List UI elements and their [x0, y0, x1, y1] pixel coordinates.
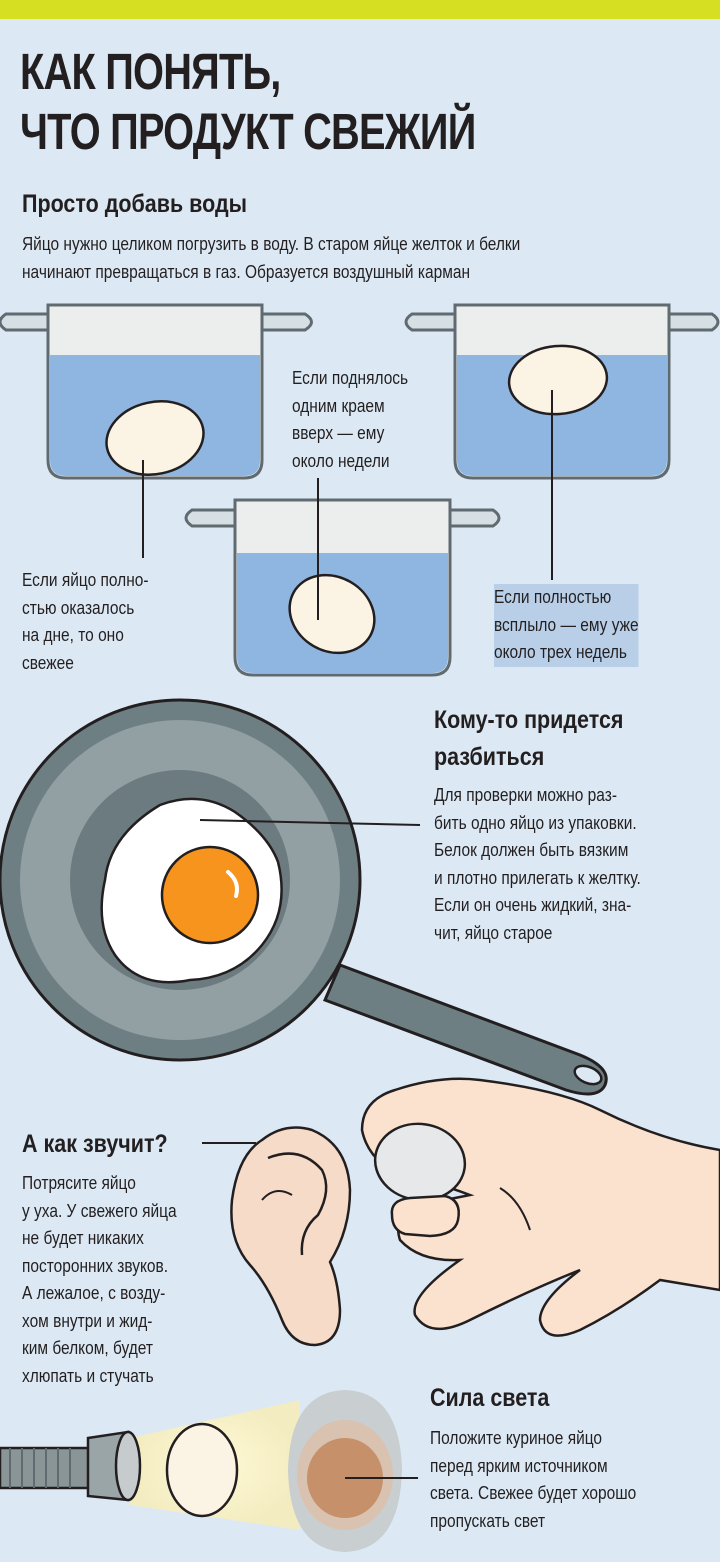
pot-egg-tilts-illustration: [184, 478, 501, 677]
pot-egg-sinks-illustration: [0, 303, 313, 558]
top-accent-bar: [0, 0, 720, 19]
egg-icon: [288, 573, 376, 655]
egg-icon: [165, 1422, 239, 1518]
egg-icon: [105, 400, 205, 476]
title-line-1: КАК ПОНЯТЬ,: [20, 43, 281, 100]
pan-handle: [323, 963, 608, 1096]
break-test-heading-line-1: Кому-то придется: [434, 706, 624, 734]
pot-egg-floats-illustration: [404, 303, 720, 580]
caption-egg-floats: Если полностью всплыло — ему уже около т…: [494, 584, 639, 667]
sound-test-body: Потрясите яйцо у уха. У свежего яйца не …: [22, 1173, 177, 1386]
title-line-2: ЧТО ПРОДУКТ СВЕЖИЙ: [20, 103, 476, 160]
hand-holding-egg-illustration: [360, 1077, 720, 1337]
break-test-heading-line-2: разбиться: [434, 743, 545, 771]
water-intro-line-2: начинают превращаться в газ. Образуется …: [22, 262, 471, 282]
frying-pan-illustration: [0, 698, 608, 1096]
page-title: КАК ПОНЯТЬ, ЧТО ПРОДУКТ СВЕЖИЙ: [20, 42, 604, 162]
water-test-heading: Просто добавь воды: [22, 190, 247, 218]
light-test-body: Положите куриное яйцо перед ярким источн…: [430, 1428, 637, 1531]
break-test-body: Для проверки можно раз- бить одно яйцо и…: [434, 785, 641, 943]
yolk: [160, 845, 260, 945]
flashlight-candling-illustration: [0, 1390, 418, 1552]
ear-illustration: [202, 1126, 352, 1347]
sound-test-heading: А как звучит?: [22, 1130, 168, 1158]
light-test-heading: Сила света: [430, 1384, 550, 1412]
caption-egg-tilts: Если поднялось одним краем вверх — ему о…: [292, 368, 409, 471]
caption-egg-sinks: Если яйцо полно- стью оказалось на дне, …: [22, 570, 149, 673]
egg-icon: [507, 344, 609, 416]
water-intro-line-1: Яйцо нужно целиком погрузить в воду. В с…: [22, 234, 521, 254]
